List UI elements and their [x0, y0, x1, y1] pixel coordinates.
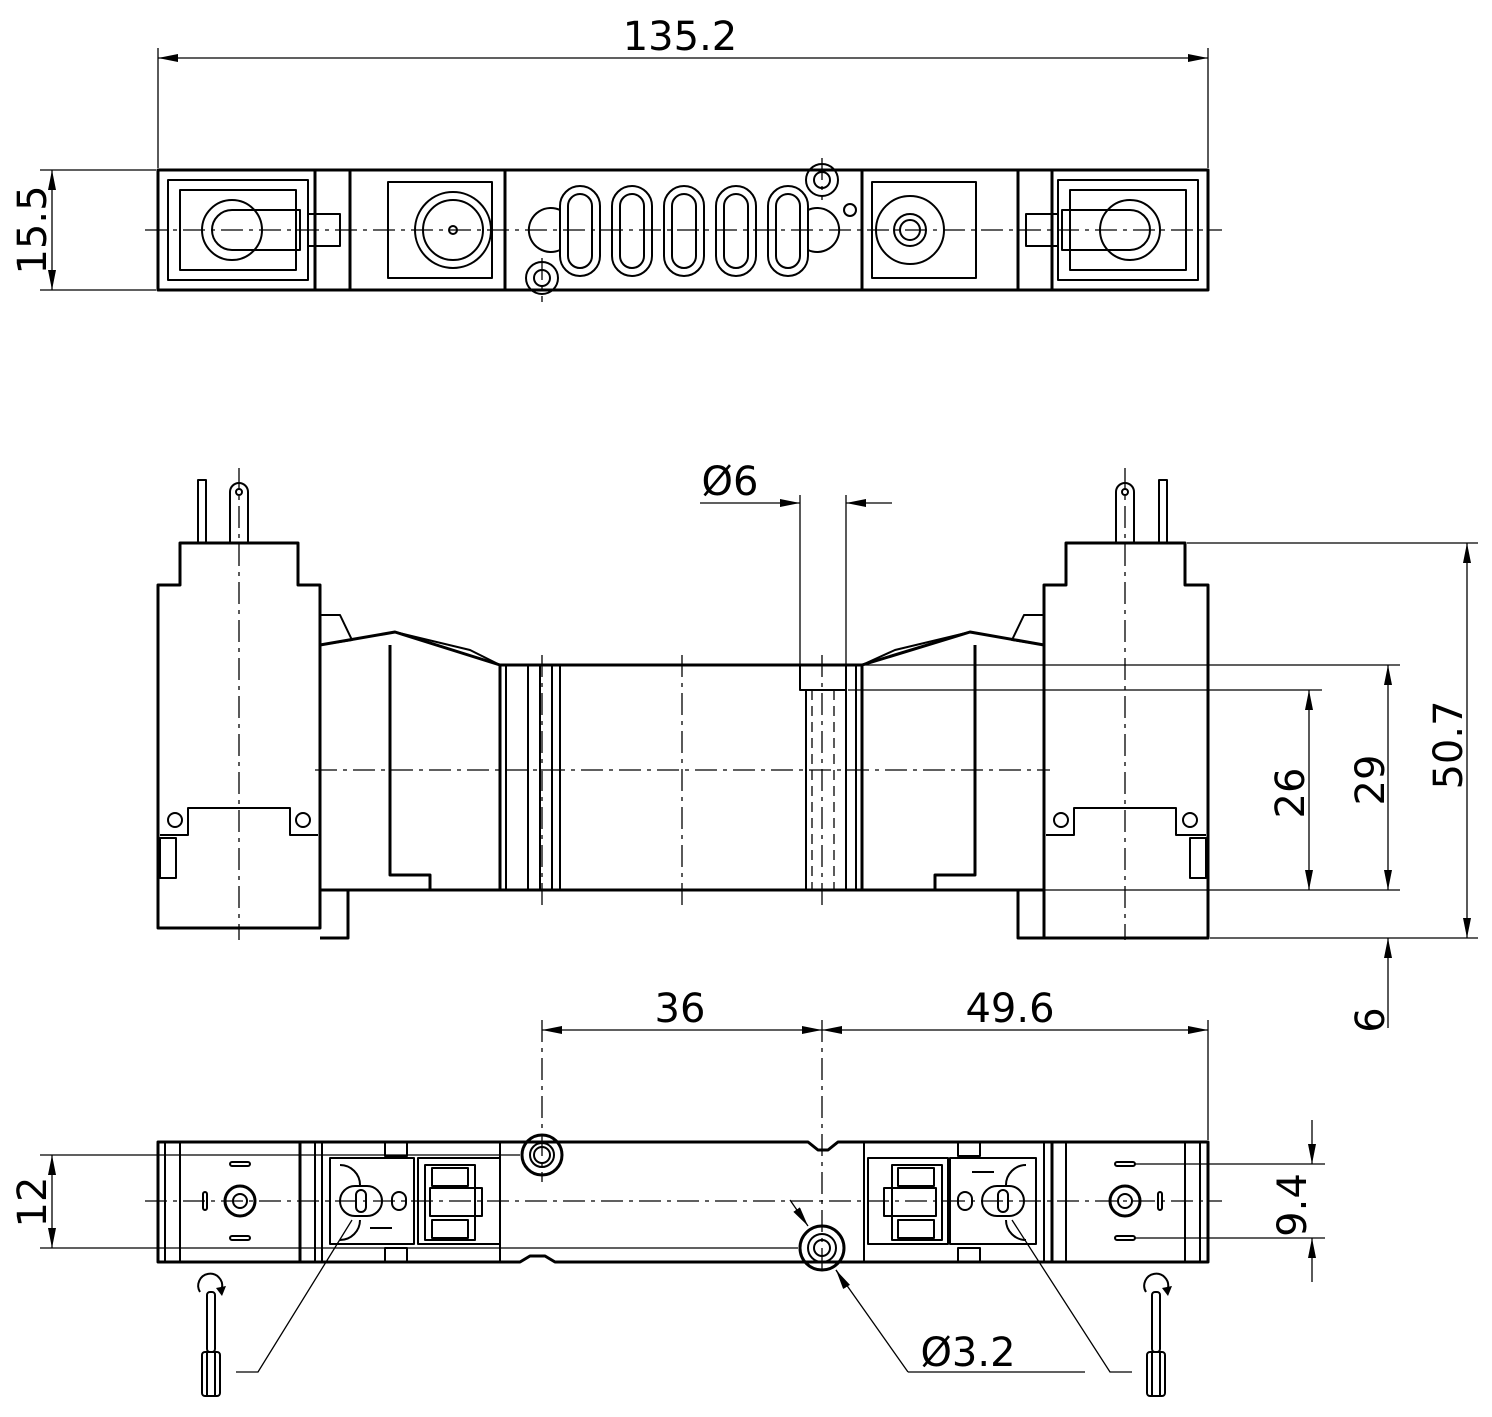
dim-pin-spacing: 9.4: [1270, 1173, 1316, 1237]
valve-ports-top: [525, 163, 857, 295]
dim-width-bottom: 12: [10, 1177, 56, 1228]
dim-spacing-49-6: 49.6: [965, 986, 1054, 1032]
dim-height-26: 26: [1268, 768, 1314, 819]
dim-port-diameter: Ø6: [702, 459, 759, 505]
top-view: 135.2 15.5: [10, 14, 1222, 302]
dim-height-total: 50.7: [1426, 700, 1472, 789]
left-screwdriver-icon: [197, 1219, 353, 1397]
right-coil-connector-top: [1025, 179, 1199, 281]
right-screwdriver-icon: [1011, 1219, 1172, 1397]
dim-height-29: 29: [1348, 755, 1394, 806]
dim-overall-length: 135.2: [623, 14, 738, 60]
dim-offset-6: 6: [1348, 1007, 1394, 1032]
dim-width-top: 15.5: [10, 185, 56, 274]
dim-hole-diameter: Ø3.2: [920, 1330, 1015, 1376]
side-view: Ø6 50.7 29 26 6: [156, 459, 1478, 1033]
left-coil-side: [156, 468, 322, 940]
right-coil-side: [1042, 468, 1210, 940]
bottom-view: 36 49.6 12 9.4 Ø3.2: [10, 986, 1325, 1397]
left-manual-override-bottom: [321, 1141, 501, 1263]
dim-spacing-36: 36: [655, 986, 706, 1032]
right-manual-override-bottom: [863, 1141, 1045, 1263]
